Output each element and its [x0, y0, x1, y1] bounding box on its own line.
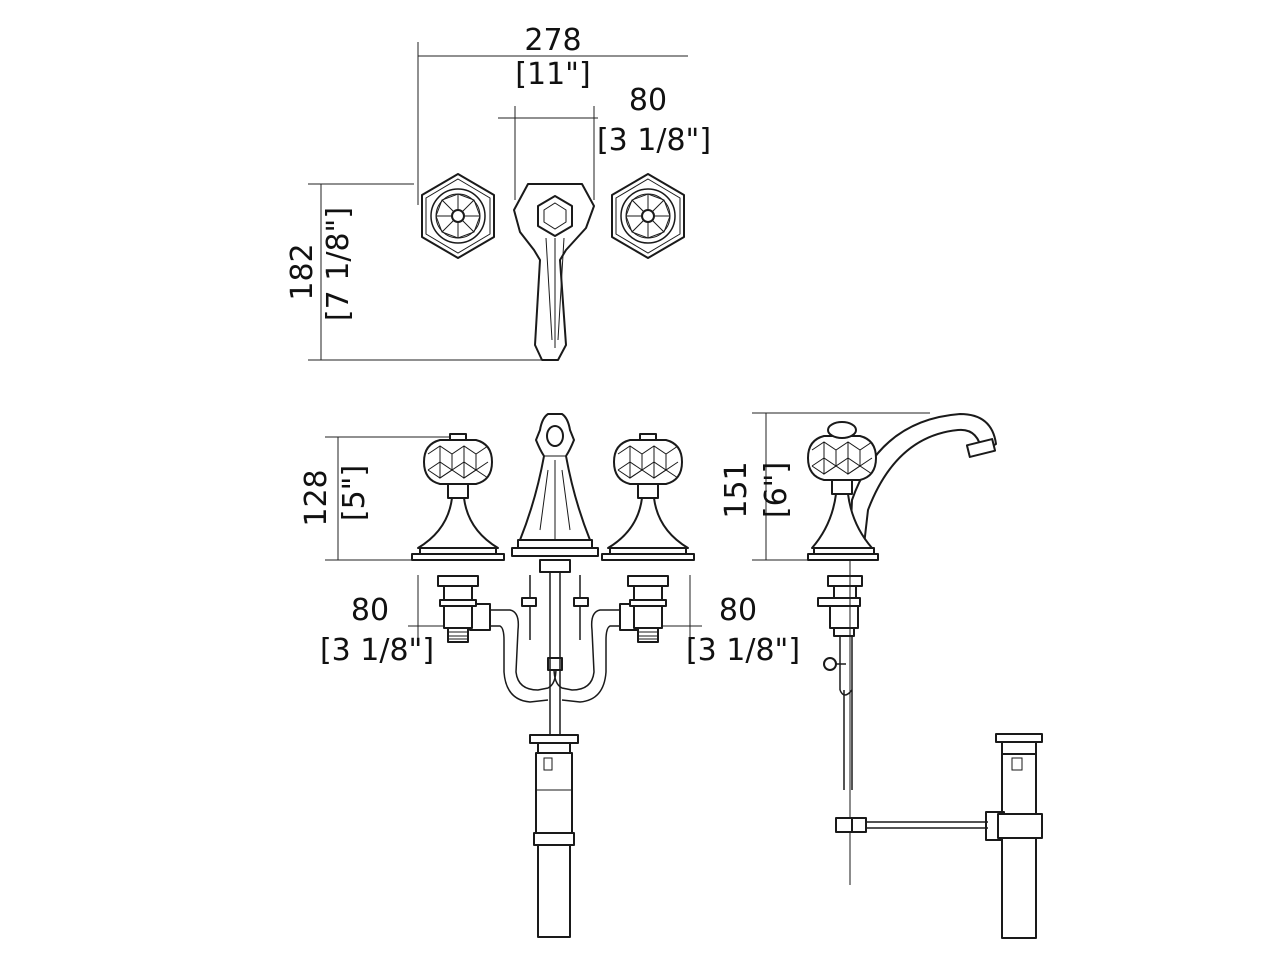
front-view-dimensions: 128 [5"] 80 [3 1/8"] 80 [3 1/8"] — [299, 436, 800, 668]
side-view — [807, 413, 1043, 939]
side-drain — [835, 733, 1043, 939]
front-view — [411, 413, 695, 938]
top-width-in: [11"] — [515, 57, 590, 92]
front-right-spacing-in: [3 1/8"] — [686, 633, 800, 668]
front-pipework — [469, 559, 641, 735]
front-right-spacing-mm: 80 — [719, 593, 757, 628]
front-left-handle — [411, 433, 505, 643]
side-height-in: [6"] — [759, 462, 794, 518]
top-depth-mm: 182 — [285, 243, 320, 300]
front-left-spacing-in: [3 1/8"] — [320, 633, 434, 668]
side-height-mm: 151 — [719, 461, 754, 518]
top-width-mm: 278 — [524, 23, 581, 58]
spout-top — [513, 183, 595, 361]
front-left-spacing-mm: 80 — [351, 593, 389, 628]
front-height-mm: 128 — [299, 469, 334, 526]
front-height-in: [5"] — [337, 465, 372, 521]
side-view-dimensions: 151 [6"] — [719, 412, 930, 561]
front-spout — [511, 413, 599, 557]
right-handle-top — [611, 173, 685, 259]
front-drain — [529, 734, 579, 938]
top-view — [421, 173, 685, 361]
side-spout — [849, 413, 997, 546]
front-right-handle — [601, 433, 695, 643]
top-spacing-in: [3 1/8"] — [597, 123, 711, 158]
top-depth-in: [7 1/8"] — [321, 207, 356, 321]
side-valve — [817, 560, 863, 885]
top-view-dimensions: 278 [11"] 80 [3 1/8"] 182 [7 1/8"] — [285, 23, 711, 361]
left-handle-top — [421, 173, 495, 259]
side-handle — [807, 421, 879, 561]
top-spacing-mm: 80 — [629, 83, 667, 118]
